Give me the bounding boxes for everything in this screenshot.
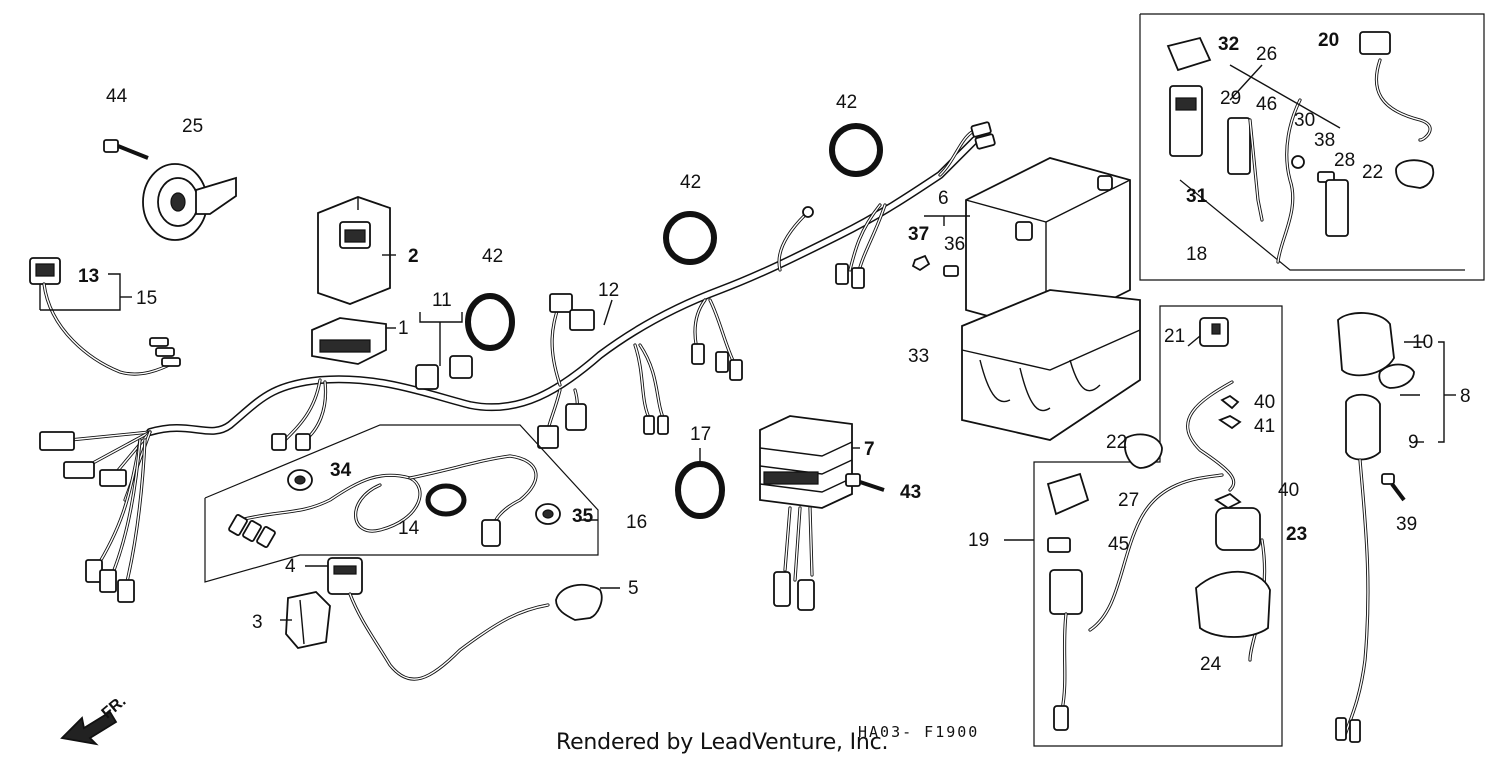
callout-42a: 42 [482, 246, 503, 267]
front-direction-arrow [60, 710, 118, 746]
callout-11: 11 [432, 290, 452, 311]
callout-7: 7 [864, 439, 875, 460]
callout-28: 28 [1334, 150, 1355, 171]
callout-37: 37 [908, 224, 929, 245]
callout-30: 30 [1294, 110, 1315, 131]
callout-27: 27 [1118, 490, 1139, 511]
horn-bolt [103, 139, 149, 160]
callout-21: 21 [1164, 326, 1185, 347]
callout-38: 38 [1314, 130, 1335, 151]
battery-box [961, 289, 1141, 441]
callout-20: 20 [1318, 30, 1339, 51]
callout-43: 43 [900, 482, 921, 503]
callout-24: 24 [1200, 654, 1222, 675]
callout-39: 39 [1396, 514, 1417, 535]
callout-13: 13 [78, 266, 99, 287]
horn [142, 163, 237, 241]
battery-cable-set-frame [1139, 13, 1485, 281]
callout-36: 36 [944, 234, 965, 255]
callout-35: 35 [572, 506, 594, 527]
callout-5: 5 [628, 578, 639, 599]
callout-19: 19 [968, 530, 989, 551]
callout-42c: 42 [836, 92, 857, 113]
band-clamps [465, 123, 883, 519]
callout-1: 1 [398, 318, 409, 339]
callout-42b: 42 [680, 172, 701, 193]
callout-29: 29 [1220, 88, 1241, 109]
callout-22: 22 [1106, 432, 1127, 453]
callout-44: 44 [106, 86, 128, 107]
callout-45: 45 [1108, 534, 1129, 555]
callout-14: 14 [398, 518, 420, 539]
callout-32: 32 [1218, 34, 1239, 55]
callout-46: 46 [1256, 94, 1277, 115]
sub-harness-group [204, 424, 599, 583]
callout-31: 31 [1186, 186, 1208, 207]
callout-25: 25 [182, 116, 203, 137]
switch-cap [285, 591, 331, 649]
callout-6: 6 [938, 188, 949, 209]
main-wire-harness [39, 121, 996, 603]
callout-26: 26 [1256, 44, 1277, 65]
callout-16: 16 [626, 512, 647, 533]
callout-12: 12 [598, 280, 619, 301]
callout-4: 4 [285, 556, 296, 577]
ignition-sub-harness [29, 257, 181, 376]
callout-8: 8 [1460, 386, 1471, 407]
callout-2: 2 [408, 246, 419, 267]
callout-3: 3 [252, 612, 263, 633]
diagram-code: HA03- F1900 [858, 723, 980, 741]
callout-41: 41 [1254, 416, 1275, 437]
callout-18: 18 [1186, 244, 1207, 265]
starter-switch-assembly [1335, 312, 1415, 743]
render-credit: Rendered by LeadVenture, Inc. [556, 730, 889, 755]
leader-lines [39, 64, 1456, 621]
callout-9: 9 [1408, 432, 1419, 453]
callout-33: 33 [908, 346, 929, 367]
regulator-rectifier [759, 415, 853, 611]
cdi-unit [317, 196, 391, 305]
relay-box [311, 317, 387, 365]
callout-10: 10 [1412, 332, 1433, 353]
callout-40: 40 [1254, 392, 1275, 413]
callout-23: 23 [1286, 524, 1307, 545]
rubber-boot [555, 583, 603, 621]
battery-nut-bolt [911, 254, 959, 277]
callout-22b: 22 [1362, 162, 1383, 183]
battery [965, 157, 1131, 333]
callout-15: 15 [136, 288, 157, 309]
callout-40b: 40 [1278, 480, 1299, 501]
regulator-bolt [845, 473, 885, 492]
ignition-switch [327, 557, 550, 681]
callout-17: 17 [690, 424, 711, 445]
starter-relay-set-frame [1033, 305, 1283, 747]
callout-34: 34 [330, 460, 352, 481]
